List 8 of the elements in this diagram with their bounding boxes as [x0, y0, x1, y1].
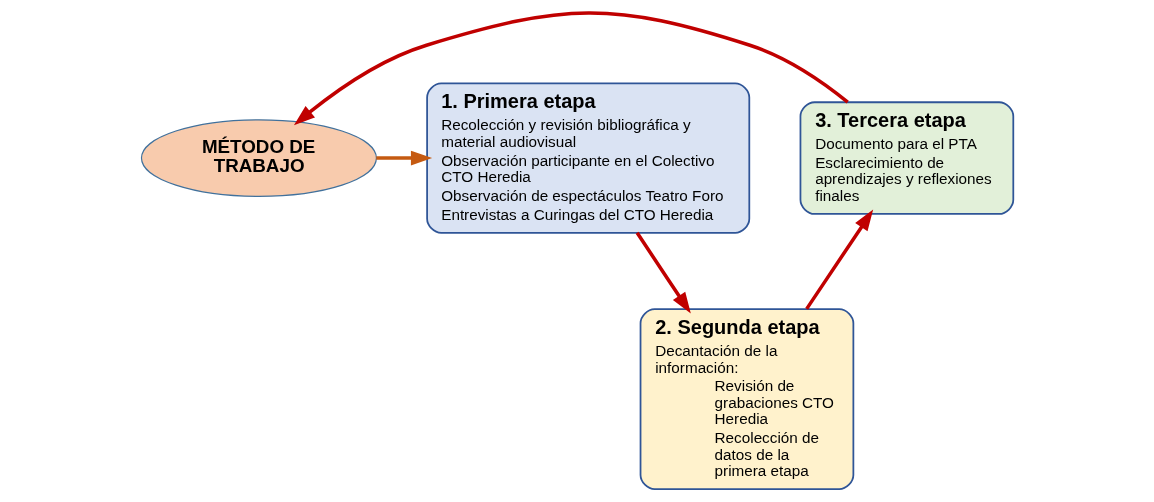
arrow	[293, 11, 849, 126]
arrow	[804, 209, 873, 310]
node-box: 1. Primera etapa Recolección y revisión bibliográfica y material audiovisual Observación participante en el Colectivo CTO Heredia Observación de espectáculos Teatro Foro Entrevistas a Curingas del CTO Heredia	[425, 82, 750, 234]
arrow	[635, 231, 691, 314]
arrow	[375, 150, 432, 166]
node-box: 3. Tercera etapa Documento para el PTA Esclarecimiento de aprendizajes y reflexiones finales	[799, 101, 1014, 215]
node-box: 2. Segunda etapa Decantación de la información: Revisión de grabaciones CTO Heredia Recolección de datos de la primera etapa	[639, 308, 854, 490]
node-ellipse: MÉTODO DE TRABAJO	[140, 119, 377, 197]
